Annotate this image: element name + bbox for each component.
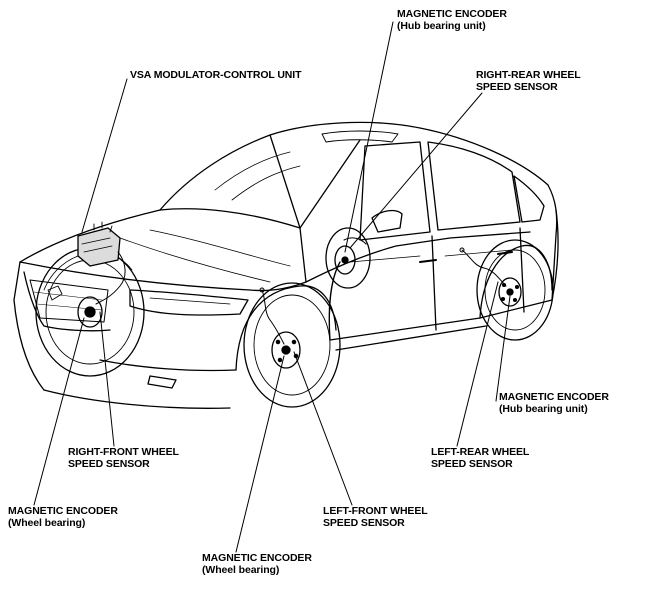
label-line: RIGHT-REAR WHEEL bbox=[476, 69, 581, 81]
label-line: MAGNETIC ENCODER bbox=[499, 391, 609, 403]
leader-lines bbox=[33, 21, 511, 553]
label-line: SPEED SENSOR bbox=[323, 517, 405, 529]
label-line: LEFT-FRONT WHEEL bbox=[323, 505, 428, 517]
label-left-front-wheel-speed-sensor: LEFT-FRONT WHEEL SPEED SENSOR bbox=[323, 505, 428, 529]
label-line: MAGNETIC ENCODER bbox=[202, 552, 312, 564]
leader-rf-sensor bbox=[99, 311, 115, 447]
label-line: (Wheel bearing) bbox=[8, 517, 86, 529]
label-line: (Hub bearing unit) bbox=[397, 20, 486, 32]
label-line: MAGNETIC ENCODER bbox=[8, 505, 118, 517]
leader-mag-encoder-rr bbox=[344, 21, 394, 253]
car-body bbox=[13, 121, 559, 409]
label-line: RIGHT-FRONT WHEEL bbox=[68, 446, 179, 458]
label-right-rear-wheel-speed-sensor: RIGHT-REAR WHEEL SPEED SENSOR bbox=[476, 69, 581, 93]
label-left-rear-wheel-speed-sensor: LEFT-REAR WHEEL SPEED SENSOR bbox=[431, 446, 529, 470]
leader-mag-encoder-lf bbox=[235, 355, 285, 553]
label-line: VSA MODULATOR-CONTROL UNIT bbox=[130, 69, 302, 81]
front-left-wheel bbox=[243, 282, 341, 408]
label-line: LEFT-REAR WHEEL bbox=[431, 446, 530, 458]
sensor-harnesses bbox=[95, 237, 507, 345]
front-right-wheel bbox=[35, 247, 145, 377]
rear-left-wheel bbox=[476, 239, 554, 341]
label-magnetic-encoder-left-rear: MAGNETIC ENCODER (Hub bearing unit) bbox=[499, 391, 609, 415]
label-vsa-modulator-control-unit: VSA MODULATOR-CONTROL UNIT bbox=[130, 69, 302, 81]
label-line: SPEED SENSOR bbox=[476, 81, 558, 93]
label-right-front-wheel-speed-sensor: RIGHT-FRONT WHEEL SPEED SENSOR bbox=[68, 446, 179, 470]
label-line: (Hub bearing unit) bbox=[499, 403, 588, 415]
leader-lf-sensor bbox=[293, 351, 353, 506]
vsa-modulator bbox=[77, 221, 121, 267]
leader-mag-encoder-lr bbox=[495, 295, 511, 402]
label-line: SPEED SENSOR bbox=[68, 458, 150, 470]
label-magnetic-encoder-right-front: MAGNETIC ENCODER (Wheel bearing) bbox=[8, 505, 118, 529]
rear-right-wheel bbox=[325, 227, 371, 289]
label-line: (Wheel bearing) bbox=[202, 564, 280, 576]
leader-rr-sensor bbox=[349, 92, 483, 249]
leader-lr-sensor bbox=[456, 281, 499, 447]
label-line: SPEED SENSOR bbox=[431, 458, 513, 470]
label-magnetic-encoder-right-rear: MAGNETIC ENCODER (Hub bearing unit) bbox=[397, 8, 507, 32]
leader-mag-encoder-rf bbox=[33, 317, 85, 506]
leader-vsa-unit bbox=[81, 78, 128, 233]
label-magnetic-encoder-left-front: MAGNETIC ENCODER (Wheel bearing) bbox=[202, 552, 312, 576]
label-line: MAGNETIC ENCODER bbox=[397, 8, 507, 20]
